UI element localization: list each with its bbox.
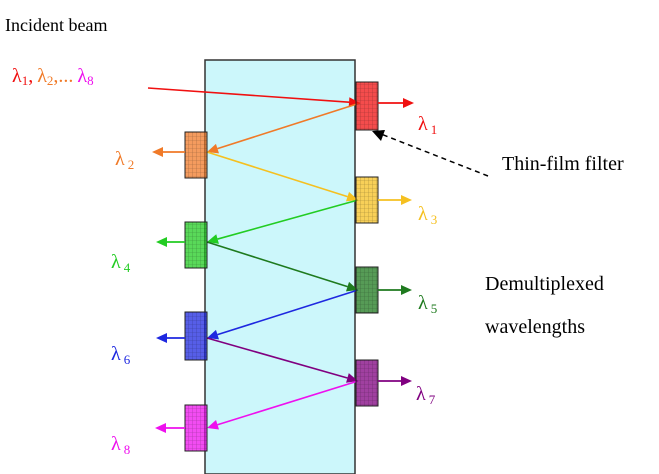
internal-beam-3-arrowhead: [346, 191, 358, 202]
thin-film-filters: [184, 81, 379, 452]
incident-beam-label: Incident beam: [5, 15, 107, 35]
input-sub-8: 8: [87, 73, 94, 88]
incident-beam: [147, 87, 350, 104]
wavelengths-label: wavelengths: [485, 316, 585, 338]
internal-beam-8: [217, 380, 359, 426]
demultiplexed-label: Demultiplexed: [485, 273, 604, 295]
output-arrow-6-arrowhead: [156, 333, 167, 343]
filter-8-mesh: [185, 405, 207, 451]
filter-1-mesh: [356, 82, 378, 130]
filter-3-mesh: [356, 177, 378, 223]
output-arrow-3-arrowhead: [401, 195, 412, 205]
input-sub-1: 1: [22, 73, 29, 88]
filter-pointer-arrowhead: [372, 130, 385, 141]
glass-substrate: [204, 59, 356, 474]
output-arrow-1-arrowhead: [403, 98, 414, 108]
internal-beam-5-arrowhead: [346, 281, 358, 292]
output-arrow-7-arrowhead: [401, 376, 412, 386]
output-arrow-8-arrowhead: [155, 423, 166, 433]
thin-film-filter-label: Thin-film filter: [502, 153, 624, 175]
output-arrow-5-arrowhead: [401, 285, 412, 295]
internal-beam-2-arrowhead: [207, 143, 220, 154]
light-paths: [147, 87, 361, 430]
output-arrow-2-arrowhead: [152, 147, 163, 157]
input-ellipsis: ,...: [53, 65, 73, 87]
input-comma-1: ,: [28, 65, 33, 87]
internal-beam-8-arrowhead: [207, 419, 219, 430]
internal-beam-7-arrowhead: [346, 373, 358, 383]
filter-4-mesh: [185, 222, 207, 268]
incident-beam-arrowhead: [348, 97, 360, 108]
internal-beam-2: [217, 102, 361, 150]
input-wavelengths-label: λ1, λ2,... λ8: [12, 65, 94, 88]
internal-beam-7: [206, 337, 348, 379]
internal-beam-5: [206, 241, 348, 288]
input-sub-2: 2: [47, 73, 54, 88]
input-lambda-8: λ: [77, 65, 87, 87]
filter-7-mesh: [356, 360, 378, 406]
internal-beam-6-arrowhead: [207, 329, 219, 340]
internal-beam-4: [217, 199, 359, 240]
internal-beam-4-arrowhead: [207, 234, 219, 244]
filter-2-mesh: [185, 132, 207, 178]
filter-6-mesh: [185, 312, 207, 360]
input-lambda-1: λ: [12, 65, 22, 87]
internal-beam-3: [206, 151, 348, 198]
output-arrow-4-arrowhead: [156, 237, 167, 247]
output-beams: [152, 98, 414, 433]
internal-beam-6: [217, 289, 359, 336]
filter-5-mesh: [356, 267, 378, 313]
input-lambda-2: λ: [37, 65, 47, 87]
filter-pointer-line: [380, 133, 489, 177]
